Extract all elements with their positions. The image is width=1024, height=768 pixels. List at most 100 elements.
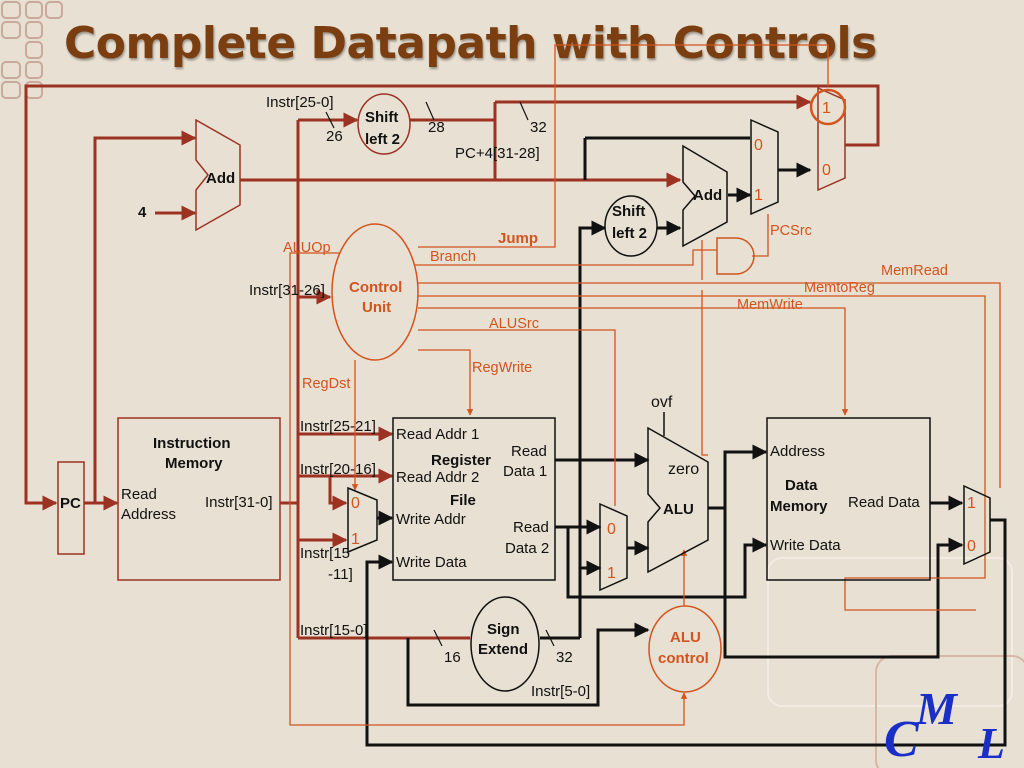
reg-title1: Register <box>431 452 491 469</box>
decorative-frame <box>767 557 1024 768</box>
alu-ovf: ovf <box>651 394 673 411</box>
const-four: 4 <box>138 204 147 221</box>
memtoreg-mux-zero: 0 <box>967 538 976 555</box>
label-instr-25-21: Instr[25-21] <box>300 418 376 435</box>
dmem-title2: Memory <box>770 498 828 515</box>
reg-write-data: Write Data <box>396 554 467 571</box>
register-file <box>392 417 556 581</box>
signal-memtoreg: MemtoReg <box>804 280 875 296</box>
branch-adder-label: Add <box>693 187 722 204</box>
alu-control <box>648 605 722 693</box>
jump-mux-one: 1 <box>822 100 831 117</box>
pc-label: PC <box>60 495 81 512</box>
datapath-wires <box>24 84 880 640</box>
label-instr-25-0: Instr[25-0] <box>266 94 334 111</box>
and-gate <box>716 237 755 275</box>
reg-read-data1a: Read <box>511 443 547 460</box>
shift-jump-l1: Shift <box>365 109 398 126</box>
alu-control-l2: control <box>658 650 709 667</box>
alusrc-mux-zero: 0 <box>607 521 616 538</box>
alusrc-mux <box>599 502 628 592</box>
shift-jump-l2: left 2 <box>365 131 400 148</box>
logo-c: C <box>884 711 920 768</box>
reg-read-data1b: Data 1 <box>503 463 547 480</box>
dmem-address: Address <box>770 443 825 460</box>
label-instr-15-0: Instr[15-0] <box>300 622 368 639</box>
alusrc-mux-one: 1 <box>607 565 616 582</box>
reg-write-addr: Write Addr <box>396 511 466 528</box>
label-16: 16 <box>444 649 461 666</box>
signal-pcsrc: PCSrc <box>770 223 812 239</box>
label-32-top: 32 <box>530 119 547 136</box>
label-32-bottom: 32 <box>556 649 573 666</box>
sign-extend <box>470 596 540 692</box>
shift-branch-l1: Shift <box>612 203 645 220</box>
shift-left-2-branch <box>604 195 658 257</box>
control-unit-l2: Unit <box>362 299 391 316</box>
shift-branch-l2: left 2 <box>612 225 647 242</box>
label-pc4: PC+4[31-28] <box>455 145 540 162</box>
bus-width-ticks <box>325 101 555 647</box>
alu-control-l1: ALU <box>670 629 701 646</box>
reg-read-addr2: Read Addr 2 <box>396 469 479 486</box>
label-26: 26 <box>326 128 343 145</box>
regdst-mux <box>347 486 378 554</box>
pc-adder-label: Add <box>206 170 235 187</box>
signal-branch: Branch <box>430 249 476 265</box>
branch-mux-one: 1 <box>754 187 763 204</box>
instruction-memory-out: Instr[31-0] <box>205 494 273 511</box>
reg-read-data2a: Read <box>513 519 549 536</box>
label-instr-5-0: Instr[5-0] <box>531 683 590 700</box>
instruction-memory-read1: Read <box>121 486 157 503</box>
instruction-memory <box>117 417 281 581</box>
label-instr-20-16: Instr[20-16] <box>300 461 376 478</box>
jump-mux <box>817 86 846 192</box>
memtoreg-mux <box>963 484 991 566</box>
alu-label: ALU <box>663 501 694 518</box>
label-28: 28 <box>428 119 445 136</box>
reg-title2: File <box>450 492 476 509</box>
reg-read-data2b: Data 2 <box>505 540 549 557</box>
reg-read-addr1: Read Addr 1 <box>396 426 479 443</box>
pc-register <box>57 461 85 555</box>
logo-m: M <box>915 683 959 734</box>
jump-mux-highlight <box>809 88 847 126</box>
signal-memwrite: MemWrite <box>737 297 803 313</box>
signal-alusrc: ALUSrc <box>489 316 539 332</box>
label-instr-15-11a: Instr[15 <box>300 545 350 562</box>
signal-jump: Jump <box>498 230 538 247</box>
dmem-write-data: Write Data <box>770 537 841 554</box>
alu-zero: zero <box>668 461 699 478</box>
control-unit-l1: Control <box>349 279 402 296</box>
signal-regwrite: RegWrite <box>472 360 532 376</box>
memtoreg-mux-one: 1 <box>967 495 976 512</box>
signal-regdst: RegDst <box>302 376 350 392</box>
instruction-memory-title2: Memory <box>165 455 223 472</box>
branch-adder <box>682 144 728 248</box>
control-unit <box>331 223 419 361</box>
sign-extend-l1: Sign <box>487 621 520 638</box>
branch-mux <box>750 118 779 216</box>
jump-mux-zero: 0 <box>822 162 831 179</box>
decorative-squares <box>1 1 63 99</box>
sign-extend-l2: Extend <box>478 641 528 658</box>
instruction-memory-title1: Instruction <box>153 435 231 452</box>
instruction-memory-read2: Address <box>121 506 176 523</box>
regdst-mux-zero: 0 <box>351 495 360 512</box>
signal-memread: MemRead <box>881 263 948 279</box>
bus-wires <box>365 136 1007 747</box>
signal-aluop: ALUOp <box>283 240 331 256</box>
data-memory <box>766 417 931 581</box>
slide-title: Complete Datapath with Controls <box>64 18 877 69</box>
logo-l: L <box>977 719 1005 768</box>
cml-logo: C M L <box>884 683 1005 768</box>
control-wires <box>289 44 1001 726</box>
dmem-title1: Data <box>785 477 818 494</box>
shift-left-2-jump <box>357 93 411 155</box>
alu <box>647 426 709 574</box>
dmem-read-data: Read Data <box>848 494 920 511</box>
regdst-mux-one: 1 <box>351 531 360 548</box>
branch-mux-zero: 0 <box>754 137 763 154</box>
pc-adder <box>195 118 241 232</box>
